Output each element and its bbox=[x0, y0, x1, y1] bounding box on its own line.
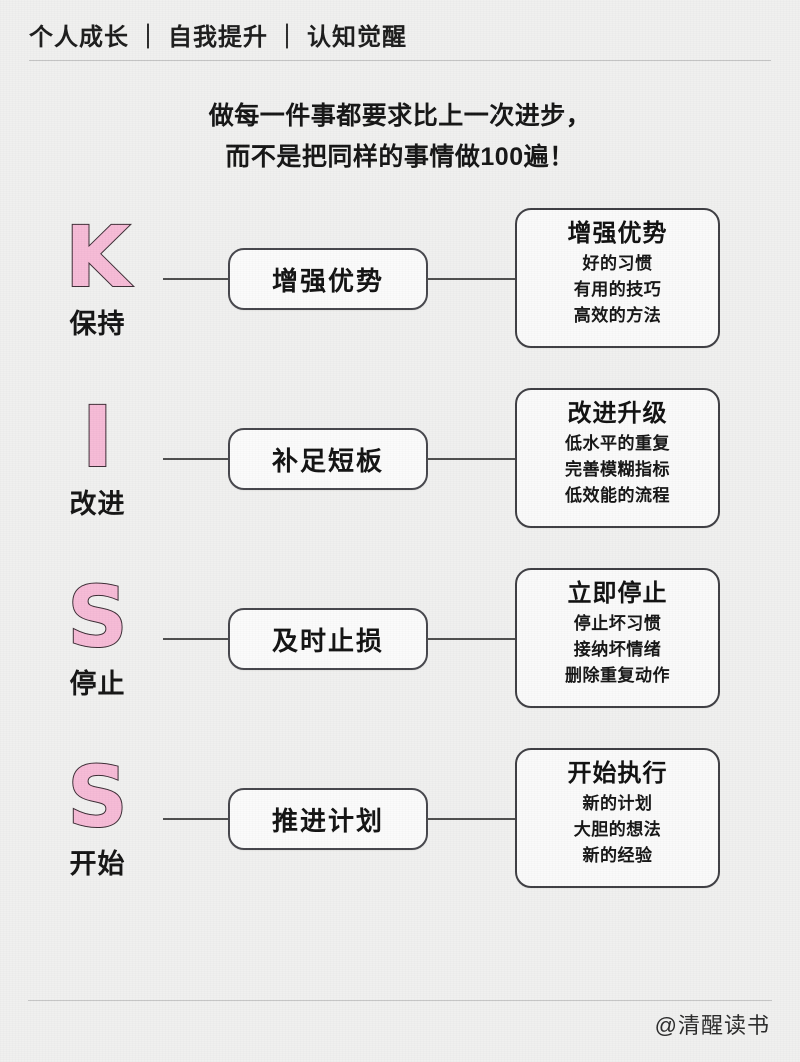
letter-label: 改进 bbox=[69, 489, 126, 519]
detail-card-title: 开始执行 bbox=[567, 760, 668, 787]
subtitle-block: 做每一件事都要求比上一次进步， 而不是把同样的事情做100遍！ bbox=[0, 96, 800, 178]
connector-line-right bbox=[427, 278, 515, 280]
detail-card[interactable]: 立即停止 停止坏习惯 接纳坏情绪 删除重复动作 bbox=[515, 568, 720, 708]
detail-card[interactable]: 开始执行 新的计划 大胆的想法 新的经验 bbox=[515, 748, 720, 888]
letter-glyph: S bbox=[66, 748, 129, 846]
subtitle-line-2: 而不是把同样的事情做100遍！ bbox=[225, 143, 575, 171]
connector-line-left bbox=[163, 818, 229, 820]
detail-card-item: 新的经验 bbox=[582, 846, 653, 865]
detail-card-item: 大胆的想法 bbox=[573, 820, 662, 839]
detail-card-item: 完善模糊指标 bbox=[565, 460, 670, 479]
kiss-row: S 开始 推进计划 开始执行 新的计划 大胆的想法 新的经验 bbox=[0, 736, 800, 916]
letter-glyph: S bbox=[66, 568, 129, 666]
action-pill[interactable]: 推进计划 bbox=[228, 788, 428, 850]
detail-card-item: 删除重复动作 bbox=[565, 666, 670, 685]
letter-block-stop: S 停止 bbox=[40, 568, 155, 701]
letter-block-keep: K 保持 bbox=[40, 208, 155, 341]
letter-label: 停止 bbox=[69, 669, 126, 699]
action-pill[interactable]: 增强优势 bbox=[228, 248, 428, 310]
detail-card-item: 高效的方法 bbox=[573, 306, 662, 325]
kiss-row: I 改进 补足短板 改进升级 低水平的重复 完善模糊指标 低效能的流程 bbox=[0, 376, 800, 556]
detail-card-item: 停止坏习惯 bbox=[573, 614, 662, 633]
connector-line-left bbox=[163, 638, 229, 640]
author-handle: @清醒读书 bbox=[654, 1013, 770, 1038]
detail-card-title: 增强优势 bbox=[567, 220, 668, 247]
kiss-rows: K 保持 增强优势 增强优势 好的习惯 有用的技巧 高效的方法 I 改进 补足短… bbox=[0, 196, 800, 916]
action-pill[interactable]: 补足短板 bbox=[228, 428, 428, 490]
letter-label: 保持 bbox=[69, 309, 126, 339]
kiss-row: S 停止 及时止损 立即停止 停止坏习惯 接纳坏情绪 删除重复动作 bbox=[0, 556, 800, 736]
page-title: 个人成长 ｜ 自我提升 ｜ 认知觉醒 bbox=[29, 25, 407, 51]
letter-label: 开始 bbox=[69, 849, 126, 879]
detail-card-item: 低水平的重复 bbox=[565, 434, 670, 453]
detail-card-title: 改进升级 bbox=[567, 400, 668, 427]
letter-block-improve: I 改进 bbox=[40, 388, 155, 521]
footer-divider bbox=[28, 1000, 772, 1001]
detail-card-item: 好的习惯 bbox=[582, 254, 653, 273]
letter-block-start: S 开始 bbox=[40, 748, 155, 881]
connector-line-right bbox=[427, 638, 515, 640]
detail-card-item: 新的计划 bbox=[582, 794, 653, 813]
header-divider bbox=[29, 60, 771, 61]
letter-glyph: I bbox=[81, 388, 114, 486]
detail-card-item: 有用的技巧 bbox=[573, 280, 662, 299]
detail-card[interactable]: 增强优势 好的习惯 有用的技巧 高效的方法 bbox=[515, 208, 720, 348]
connector-line-left bbox=[163, 458, 229, 460]
detail-card[interactable]: 改进升级 低水平的重复 完善模糊指标 低效能的流程 bbox=[515, 388, 720, 528]
connector-line-left bbox=[163, 278, 229, 280]
letter-glyph: K bbox=[64, 208, 131, 306]
subtitle-line-1: 做每一件事都要求比上一次进步， bbox=[208, 102, 592, 130]
detail-card-item: 低效能的流程 bbox=[565, 486, 670, 505]
page-header: 个人成长 ｜ 自我提升 ｜ 认知觉醒 bbox=[0, 0, 800, 66]
detail-card-title: 立即停止 bbox=[567, 580, 668, 607]
detail-card-item: 接纳坏情绪 bbox=[573, 640, 662, 659]
connector-line-right bbox=[427, 458, 515, 460]
connector-line-right bbox=[427, 818, 515, 820]
action-pill[interactable]: 及时止损 bbox=[228, 608, 428, 670]
kiss-row: K 保持 增强优势 增强优势 好的习惯 有用的技巧 高效的方法 bbox=[0, 196, 800, 376]
